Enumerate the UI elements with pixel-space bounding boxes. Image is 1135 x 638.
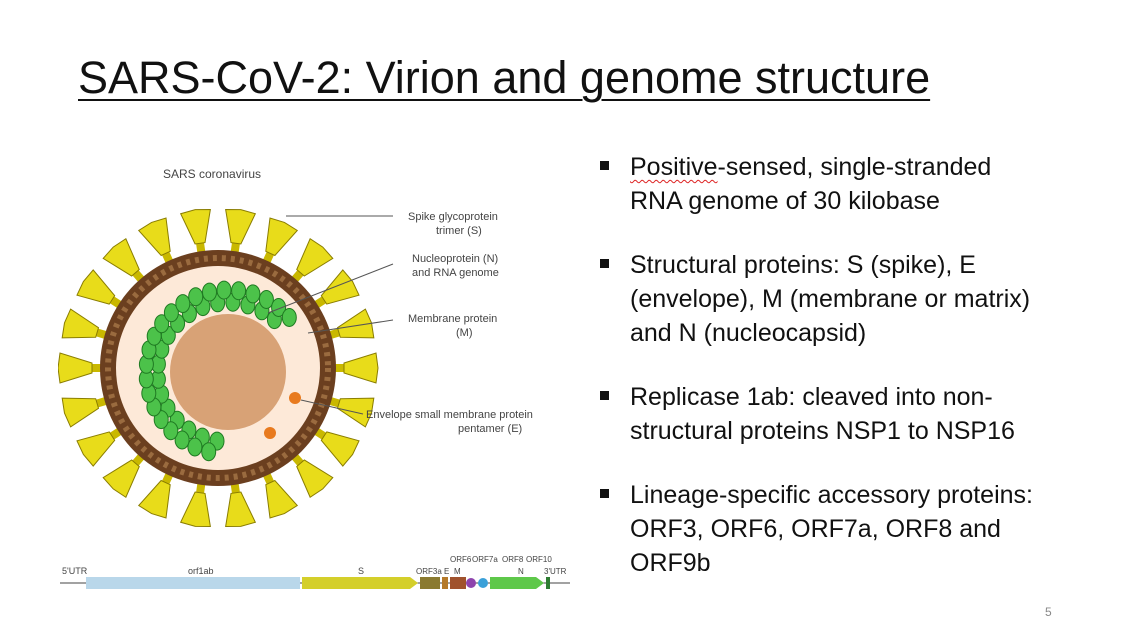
genome-n: N [518, 567, 524, 576]
bullet-marker [600, 391, 609, 400]
nucleocapsid-bead [281, 308, 297, 327]
membrane-pointer [307, 319, 394, 334]
bullet-text: ORF3, ORF6, ORF7a, ORF8 and [630, 515, 1001, 543]
nucleocapsid-bead [187, 437, 203, 457]
bullet-item: Replicase 1ab: cleaved into non- structu… [598, 380, 1118, 448]
genome-orf1ab: orf1ab [188, 566, 214, 576]
nucleocapsid-bead [163, 421, 179, 441]
bullet-text: (envelope), M (membrane or matrix) [630, 285, 1031, 313]
bullet-item: Lineage-specific accessory proteins: ORF… [598, 478, 1118, 580]
genome-orf3a-e: ORF3a E [416, 567, 449, 576]
envelope-pointer [300, 399, 364, 415]
bullet-text: Lineage-specific accessory proteins: [630, 481, 1033, 509]
envelope-protein-e [289, 392, 301, 404]
s-gene-block [302, 577, 418, 589]
genome-3utr: 3'UTR [544, 567, 567, 576]
genome-orf8: ORF8 [502, 555, 524, 564]
membrane-label-2: (M) [456, 327, 473, 339]
orf6-block [466, 578, 476, 588]
nucleocapsid-bead [231, 281, 247, 301]
spike-label: Spike glycoprotein [408, 211, 498, 223]
nucleocapsid-beads [138, 280, 297, 462]
nucleocapsid-bead [154, 314, 170, 334]
nucleocapsid-bead [163, 303, 179, 323]
bullet-marker [600, 489, 609, 498]
nucleo-label: Nucleoprotein (N) [412, 253, 498, 265]
nucleocapsid-bead [216, 280, 232, 300]
nucleocapsid-bead [174, 430, 190, 450]
genome-5utr: 5'UTR [62, 566, 88, 576]
slide-title: SARS-CoV-2: Virion and genome structure [78, 52, 931, 103]
spellcheck-word: Positive [630, 153, 718, 181]
genome-orf7a: ORF7a [472, 555, 498, 564]
genome-s: S [358, 566, 364, 576]
bullet-item: Positive-sensed, single-stranded RNA gen… [598, 150, 1118, 218]
genome-orf6: ORF6 [450, 555, 472, 564]
nucleocapsid-bead [245, 284, 261, 304]
spike-protein [58, 352, 108, 384]
nucleocapsid-bead [201, 442, 217, 462]
envelope-protein-e-2 [264, 427, 276, 439]
bullet-text: structural proteins NSP1 to NSP16 [630, 417, 1015, 445]
spike-label-2: trimer (S) [436, 225, 482, 237]
spike-proteins [58, 208, 379, 528]
orf7a-block [478, 578, 488, 588]
genome-orf10: ORF10 [526, 555, 552, 564]
nucleo-pointer [267, 263, 394, 314]
nucleocapsid-bead [188, 287, 204, 307]
virion-core [170, 314, 286, 430]
envelope-label: Envelope small membrane protein [366, 409, 533, 421]
spike-protein [328, 352, 379, 384]
page-number: 5 [1045, 605, 1052, 619]
e-gene-block [442, 577, 448, 589]
orf3a-block [420, 577, 440, 589]
bullet-marker [600, 259, 609, 268]
bullet-text: ORF9b [630, 549, 711, 577]
nucleocapsid-bead [271, 298, 287, 317]
bullet-item: Structural proteins: S (spike), E (envel… [598, 248, 1118, 350]
genome-map [60, 577, 570, 589]
nucleo-label-2: and RNA genome [412, 267, 499, 279]
nucleocapsid-bead [175, 294, 191, 314]
nucleocapsid-bead [202, 282, 217, 302]
nucleocapsid-bead [258, 290, 274, 309]
genome-m: M [454, 567, 461, 576]
virion-genome-figure: SARS coronavirus Spike glycoprotein trim… [58, 167, 570, 589]
membrane-label: Membrane protein [408, 313, 497, 325]
envelope-label-2: pentamer (E) [458, 423, 522, 435]
bullet-marker [600, 161, 609, 170]
bullet-text: -sensed, single-stranded [717, 153, 992, 181]
membrane-protein-layer [105, 255, 331, 481]
bullet-text: Replicase 1ab: cleaved into non- [630, 383, 993, 411]
bullet-text: RNA genome of 30 kilobase [630, 187, 940, 215]
orf10-block [546, 577, 550, 589]
bullet-text: Structural proteins: S (spike), E [630, 251, 976, 279]
bullet-list: Positive-sensed, single-stranded RNA gen… [598, 150, 1118, 610]
orf1ab-block [86, 577, 300, 589]
figure-heading: SARS coronavirus [163, 167, 261, 181]
n-gene-block [490, 577, 544, 589]
m-gene-block [450, 577, 466, 589]
bullet-text: and N (nucleocapsid) [630, 319, 867, 347]
